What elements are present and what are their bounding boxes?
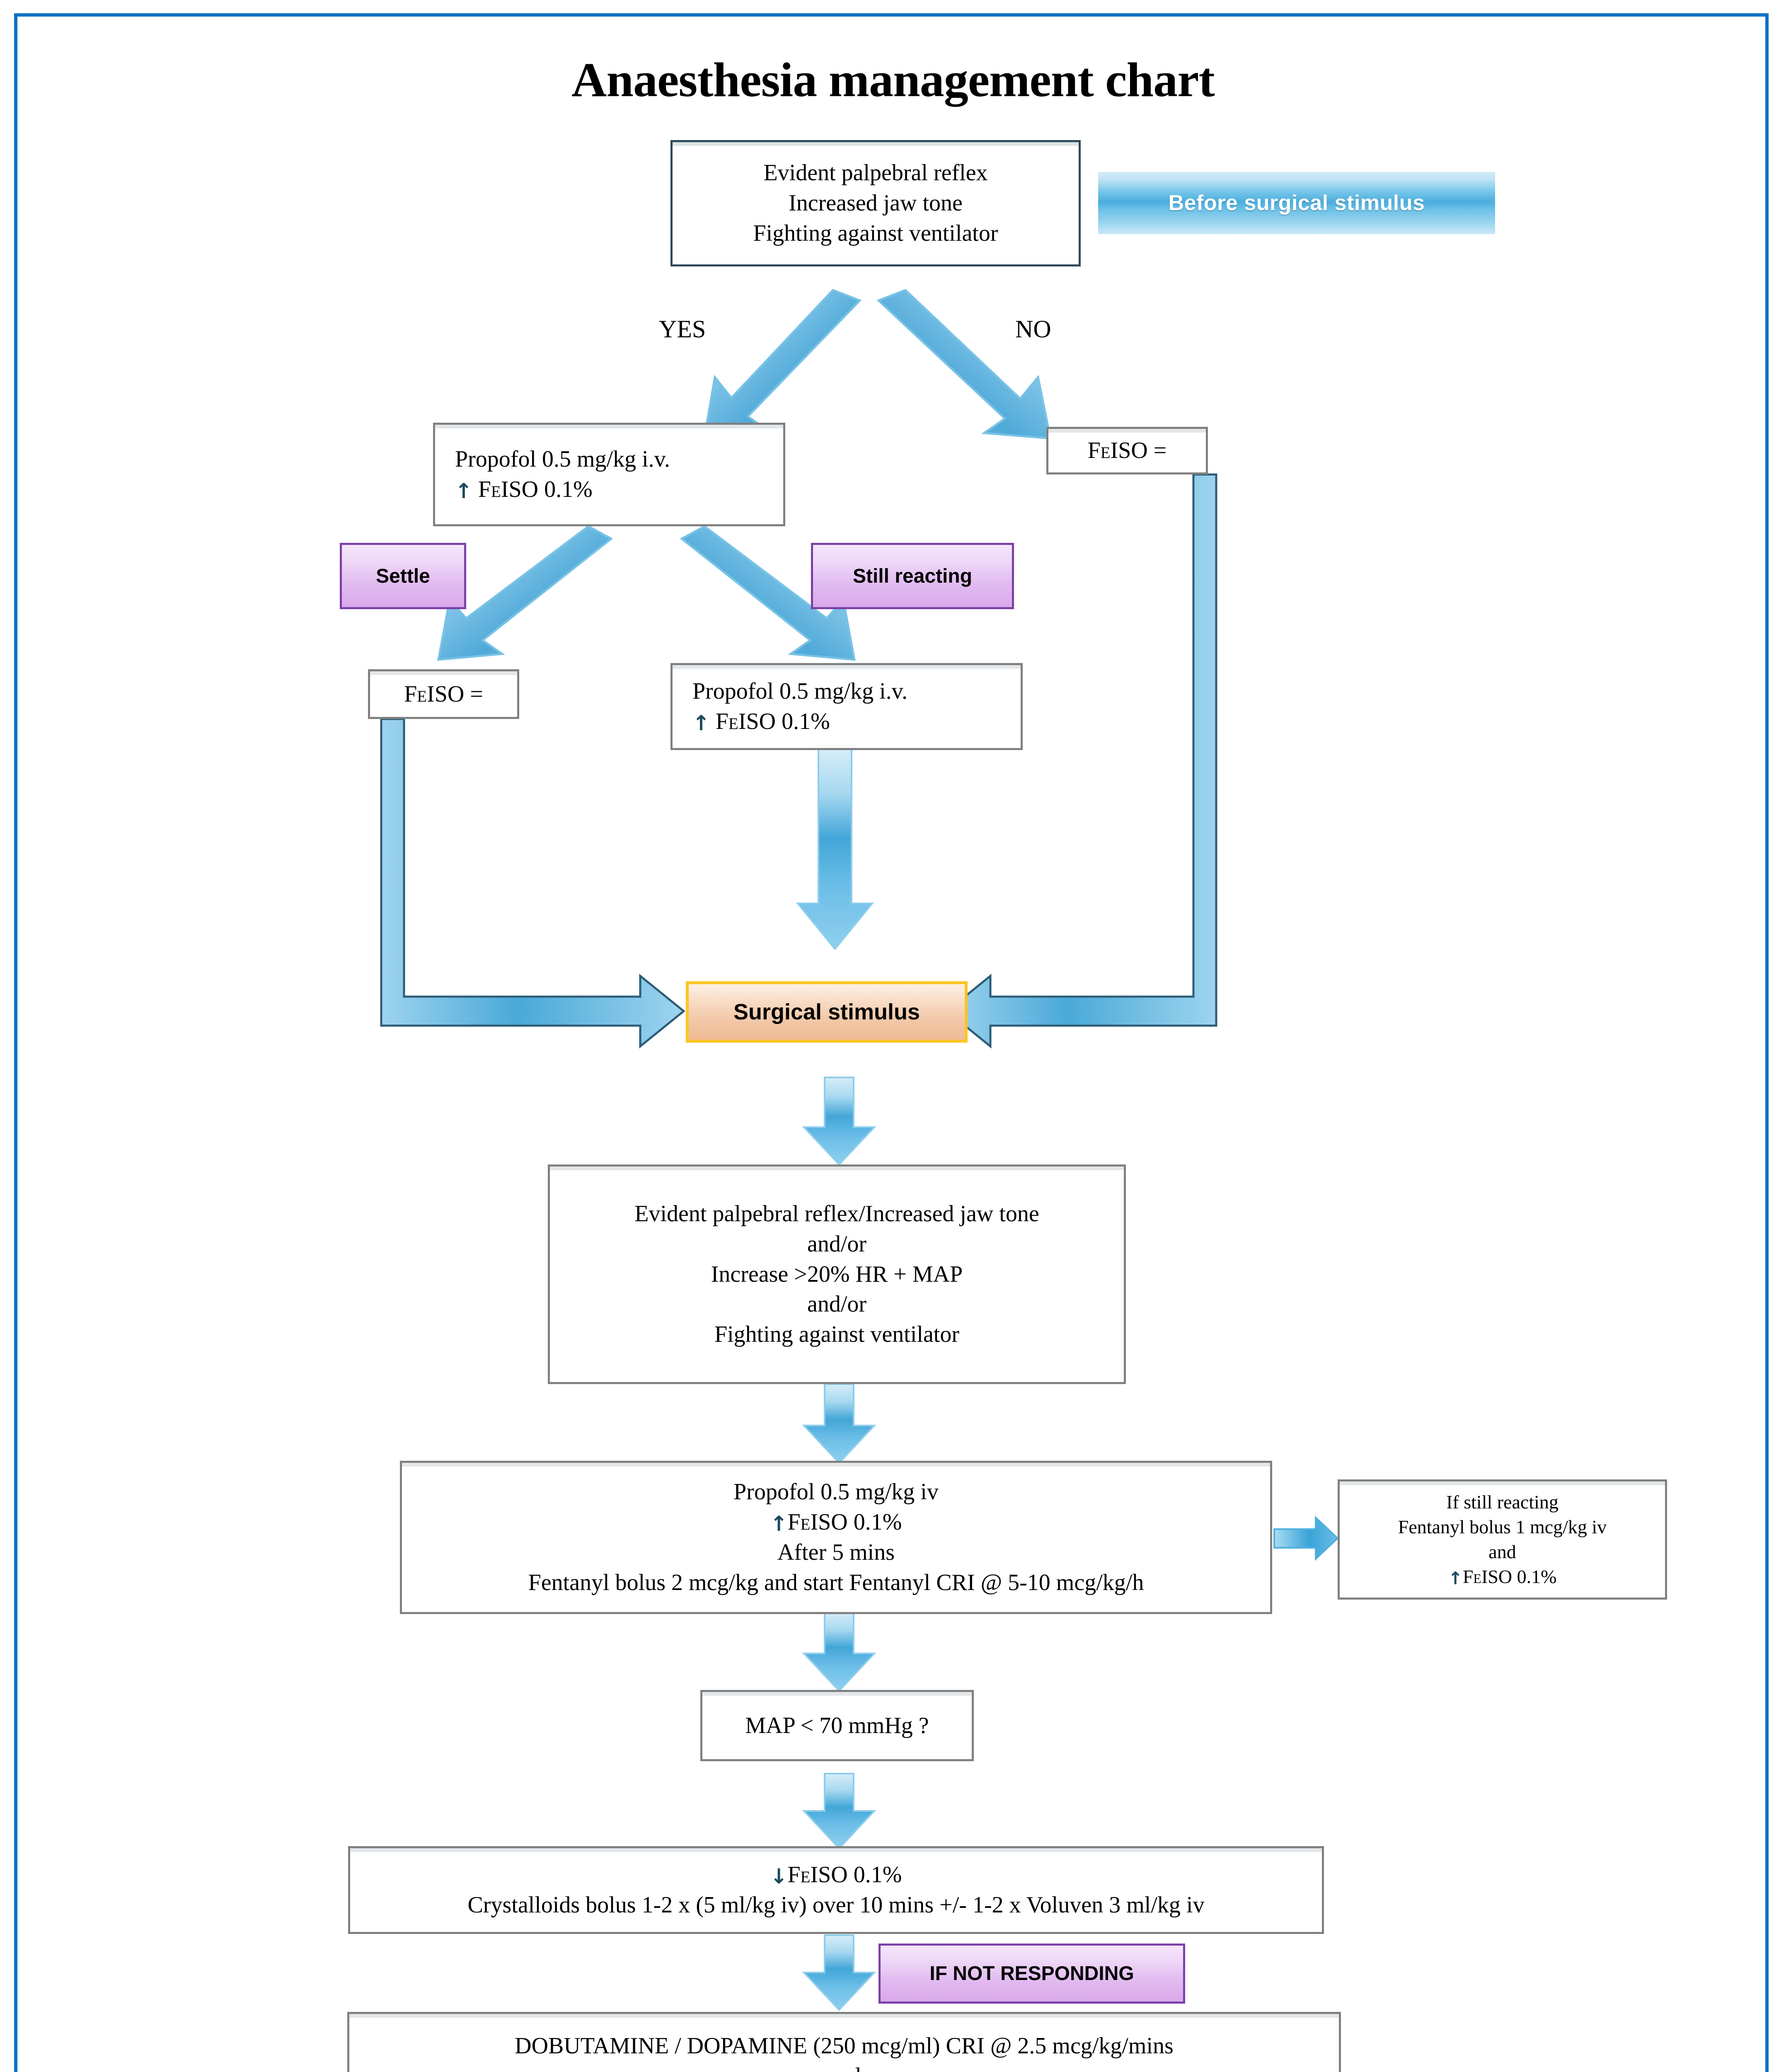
elbow-left-into-surgical-stimulus xyxy=(380,718,685,1049)
node-feiso-right: FeISO = xyxy=(1046,427,1208,474)
crystalloids-line-2: Crystalloids bolus 1-2 x (5 ml/kg iv) ov… xyxy=(467,1892,1205,1918)
node-surgical-stimulus: Surgical stimulus xyxy=(686,981,968,1043)
arrow-yes-diagonal xyxy=(703,289,862,438)
label-branch-no: NO xyxy=(1015,315,1051,344)
node-pre-assessment: Evident palpebral reflex Increased jaw t… xyxy=(670,140,1081,266)
propofol-second-line-2: ↑ FeISO 0.1% xyxy=(692,707,1013,737)
post-assessment-line-2: and/or xyxy=(807,1231,867,1257)
badge-before-surgical-stimulus-label: Before surgical stimulus xyxy=(1168,191,1425,215)
propofol-second-feiso: FeISO 0.1% xyxy=(715,709,830,734)
node-crystalloids: ↓FeISO 0.1% Crystalloids bolus 1-2 x (5 … xyxy=(348,1846,1324,1934)
node-feiso-left: FeISO = xyxy=(368,669,519,719)
crystalloids-line-1: ↓FeISO 0.1% xyxy=(358,1860,1314,1890)
if-still-reacting-line-4: ↑FeISO 0.1% xyxy=(1347,1564,1658,1589)
if-still-reacting-line-1: If still reacting xyxy=(1446,1491,1559,1513)
feiso-left-label: FeISO = xyxy=(404,681,483,707)
badge-settle-label: Settle xyxy=(376,565,430,587)
elbow-right-into-surgical-stimulus xyxy=(945,473,1217,1049)
pre-assessment-line-1: Evident palpebral reflex xyxy=(763,160,988,186)
propofol-first-line-1: Propofol 0.5 mg/kg i.v. xyxy=(455,446,670,472)
badge-if-not-responding: IF NOT RESPONDING xyxy=(878,1944,1185,2004)
node-map-check: MAP < 70 mmHg ? xyxy=(700,1690,974,1761)
propofol-fentanyl-line-3: After 5 mins xyxy=(777,1539,895,1565)
up-arrow-icon: ↑ xyxy=(455,479,472,503)
up-arrow-icon: ↑ xyxy=(1448,1568,1463,1588)
node-propofol-second: Propofol 0.5 mg/kg i.v. ↑ FeISO 0.1% xyxy=(670,663,1023,750)
if-still-reacting-line-2: Fentanyl bolus 1 mcg/kg iv xyxy=(1398,1516,1607,1538)
badge-still-reacting-label: Still reacting xyxy=(852,565,973,587)
propofol-first-line-2: ↑ FeISO 0.1% xyxy=(455,474,776,505)
if-still-reacting-line-3: and xyxy=(1488,1541,1516,1562)
crystalloids-feiso: FeISO 0.1% xyxy=(787,1862,902,1888)
arrow-down-to-surgical-stimulus xyxy=(796,747,874,951)
post-assessment-line-3: Increase >20% HR + MAP xyxy=(711,1261,963,1287)
inotropes-line-2: and xyxy=(357,2061,1331,2072)
propofol-fentanyl-feiso: FeISO 0.1% xyxy=(787,1509,902,1535)
post-assessment-line-5: Fighting against ventilator xyxy=(714,1322,960,1348)
post-assessment-line-1: Evident palpebral reflex/Increased jaw t… xyxy=(634,1201,1039,1227)
post-assessment-line-4: and/or xyxy=(807,1291,867,1317)
badge-still-reacting: Still reacting xyxy=(811,543,1014,609)
propofol-fentanyl-line-1: Propofol 0.5 mg/kg iv xyxy=(733,1479,939,1505)
arrow-down-to-propofol-fentanyl xyxy=(802,1383,876,1464)
arrow-settle-diagonal xyxy=(437,525,613,661)
up-arrow-icon: ↑ xyxy=(770,1512,788,1536)
surgical-stimulus-label: Surgical stimulus xyxy=(733,1000,920,1024)
badge-before-surgical-stimulus: Before surgical stimulus xyxy=(1098,172,1495,234)
badge-if-not-responding-label: IF NOT RESPONDING xyxy=(929,1963,1134,1985)
feiso-right-label: FeISO = xyxy=(1087,438,1167,464)
node-propofol-first: Propofol 0.5 mg/kg i.v. ↑ FeISO 0.1% xyxy=(433,423,785,526)
page-title: Anaesthesia management chart xyxy=(571,53,1215,107)
node-inotropes: DOBUTAMINE / DOPAMINE (250 mcg/ml) CRI @… xyxy=(347,2012,1341,2072)
if-still-reacting-feiso: FeISO 0.1% xyxy=(1462,1566,1557,1587)
node-propofol-fentanyl: Propofol 0.5 mg/kg iv ↑FeISO 0.1% After … xyxy=(400,1461,1272,1614)
arrow-right-to-if-still-reacting xyxy=(1273,1515,1339,1561)
up-arrow-icon: ↑ xyxy=(692,711,710,735)
badge-settle: Settle xyxy=(340,543,466,609)
arrow-still-reacting-diagonal xyxy=(680,525,856,661)
propofol-second-line-1: Propofol 0.5 mg/kg i.v. xyxy=(692,678,908,704)
propofol-first-feiso: FeISO 0.1% xyxy=(478,477,593,502)
pre-assessment-line-3: Fighting against ventilator xyxy=(753,220,998,246)
arrow-down-to-map-check xyxy=(802,1611,876,1692)
arrow-down-to-inotropes xyxy=(802,1934,876,2011)
arrow-no-diagonal xyxy=(876,289,1052,440)
node-post-assessment: Evident palpebral reflex/Increased jaw t… xyxy=(548,1164,1126,1384)
pre-assessment-line-2: Increased jaw tone xyxy=(789,190,963,216)
down-arrow-icon: ↓ xyxy=(770,1864,788,1889)
label-branch-no-text: NO xyxy=(1015,315,1051,343)
node-if-still-reacting: If still reacting Fentanyl bolus 1 mcg/k… xyxy=(1338,1479,1667,1600)
label-branch-yes: YES xyxy=(659,315,706,344)
arrow-down-to-crystalloids xyxy=(802,1773,876,1849)
propofol-fentanyl-line-2: ↑FeISO 0.1% xyxy=(409,1507,1263,1537)
propofol-fentanyl-line-4: Fentanyl bolus 2 mcg/kg and start Fentan… xyxy=(528,1569,1144,1595)
map-check-label: MAP < 70 mmHg ? xyxy=(745,1712,929,1738)
label-branch-yes-text: YES xyxy=(659,315,706,343)
arrow-down-to-post-assessment xyxy=(802,1077,876,1166)
inotropes-line-1: DOBUTAMINE / DOPAMINE (250 mcg/ml) CRI @… xyxy=(515,2033,1174,2059)
